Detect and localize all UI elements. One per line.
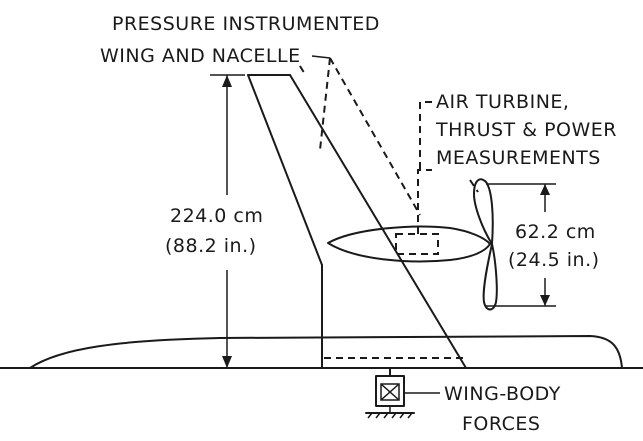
label-turbine-line1: AIR TURBINE, bbox=[436, 91, 569, 113]
label-prop-metric: 62.2 cm bbox=[515, 221, 596, 243]
span-dimension bbox=[210, 74, 245, 368]
label-pressure-line2: WING AND NACELLE bbox=[100, 45, 301, 67]
label-turbine-line3: MEASUREMENTS bbox=[436, 147, 601, 169]
propeller bbox=[473, 178, 498, 311]
instrumented-region-outline bbox=[299, 57, 479, 359]
wing-planform bbox=[247, 74, 467, 369]
label-span-imperial: (88.2 in.) bbox=[165, 235, 257, 257]
air-turbine-box bbox=[395, 169, 439, 255]
label-pressure-line1: PRESSURE INSTRUMENTED bbox=[112, 13, 380, 35]
balance-support bbox=[365, 367, 440, 419]
label-turbine-line2: THRUST & POWER bbox=[435, 119, 617, 141]
label-prop-imperial: (24.5 in.) bbox=[508, 249, 600, 271]
label-span-metric: 224.0 cm bbox=[170, 205, 263, 227]
propeller-dimension bbox=[486, 183, 556, 307]
label-forces-line1: WING-BODY bbox=[444, 383, 561, 405]
nacelle bbox=[327, 225, 491, 263]
label-forces-line2: FORCES bbox=[462, 413, 540, 435]
